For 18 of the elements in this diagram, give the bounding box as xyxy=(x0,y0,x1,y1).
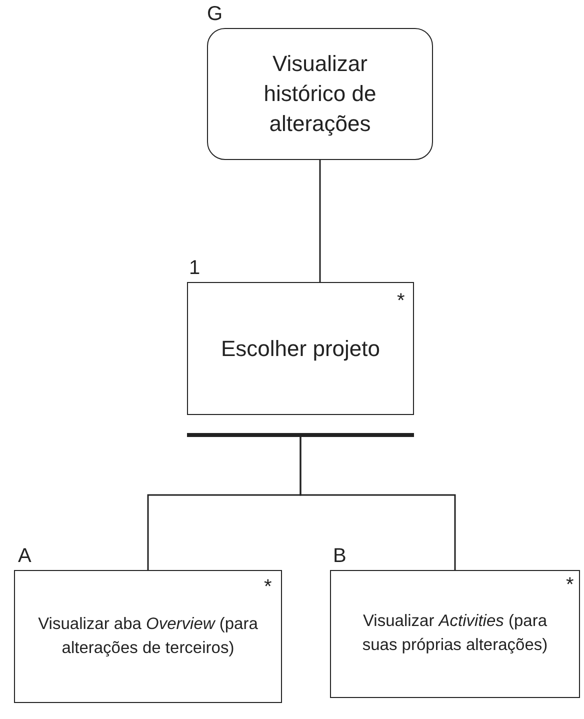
node-text: Escolher projeto xyxy=(220,334,381,363)
side-label: A xyxy=(18,546,32,566)
rounded-process-box xyxy=(207,28,433,160)
side-label: G xyxy=(207,4,223,24)
node-text: Visualizar Activities (para suas próprias alterações) xyxy=(361,611,549,656)
process-box xyxy=(187,282,414,415)
process-box xyxy=(14,570,282,703)
asterisk-mark: * xyxy=(397,291,405,311)
side-label: 1 xyxy=(189,258,200,278)
side-label: B xyxy=(333,546,346,566)
node-text: Visualizar histórico de alterações xyxy=(262,50,378,138)
separator-bar xyxy=(187,433,414,437)
asterisk-mark: * xyxy=(264,577,272,597)
process-box xyxy=(330,570,580,698)
node-text: Visualizar aba Overview (para alterações de terceiros) xyxy=(37,614,259,658)
asterisk-mark: * xyxy=(566,575,574,595)
connector-line xyxy=(300,437,456,570)
connector-line xyxy=(319,160,321,282)
